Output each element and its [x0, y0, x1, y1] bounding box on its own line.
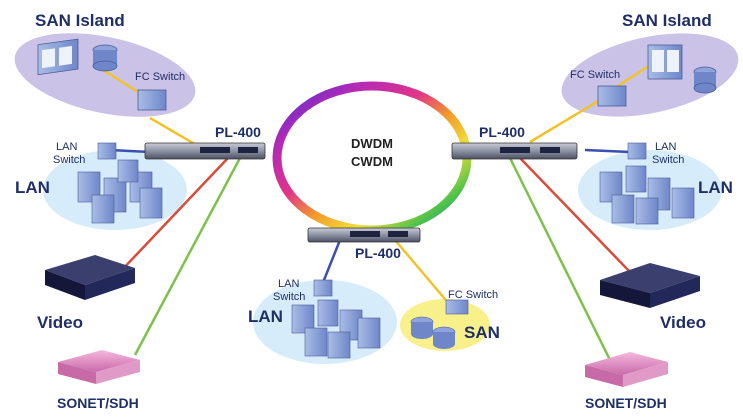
lan-switch-bottom-label-line1: LAN	[278, 278, 299, 290]
link-left-video	[119, 157, 229, 273]
link-fc-right-storage	[614, 63, 651, 90]
fc-switch-right-icon	[597, 85, 627, 107]
san-bottom-storage-icon	[410, 299, 469, 349]
link-left-sonet	[133, 157, 242, 356]
lan-left-servers-icon	[77, 142, 163, 224]
lan-right-label: LAN	[698, 178, 733, 197]
fc-switch-left-icon	[137, 89, 167, 111]
lan-switch-left-label-line1: LAN	[56, 141, 77, 153]
link-right-lan	[584, 148, 631, 154]
fc-switch-left-label: FC Switch	[135, 71, 185, 83]
link-bottom-lan	[320, 239, 342, 286]
san-bottom-label: SAN	[464, 323, 500, 342]
lan-bottom-servers-icon	[291, 279, 381, 359]
video-left-icon	[45, 255, 135, 300]
storage-array-right-icon	[647, 44, 683, 80]
link-left-lan	[109, 148, 151, 154]
sonet-left-icon	[58, 350, 140, 384]
pl400-right-device	[451, 142, 578, 160]
fc-switch-right-label: FC Switch	[570, 69, 620, 81]
disk-storage-right-icon	[693, 66, 717, 94]
sonet-right-icon	[585, 352, 668, 387]
video-right-label: Video	[660, 313, 706, 332]
pl400-right-label: PL-400	[479, 124, 525, 140]
lan-switch-bottom-label-line2: Switch	[273, 291, 305, 303]
storage-array-left-icon	[37, 38, 79, 76]
pl400-bottom-label: PL-400	[355, 245, 401, 261]
link-right-sonet	[508, 157, 612, 361]
san-island-left-label: SAN Island	[35, 11, 125, 30]
lan-switch-right-label-line2: Switch	[652, 154, 684, 166]
lan-bottom-label: LAN	[248, 307, 283, 326]
lan-switch-right-label-line1: LAN	[655, 141, 676, 153]
lan-right-servers-icon	[599, 142, 695, 225]
pl400-left-label: PL-400	[215, 124, 261, 140]
pl400-left-device	[144, 142, 266, 160]
fc-switch-bottom-label: FC Switch	[448, 289, 498, 301]
video-right-icon	[600, 263, 700, 308]
sonet-right-label: SONET/SDH	[585, 395, 667, 411]
lan-switch-left-label-line2: Switch	[53, 154, 85, 166]
disk-storage-left-icon	[92, 44, 118, 72]
ring-label-line1: DWDM	[351, 136, 393, 151]
lan-left-label: LAN	[15, 178, 50, 197]
san-island-right-label: SAN Island	[622, 11, 712, 30]
link-fc-left-storage	[99, 66, 139, 94]
sonet-left-label: SONET/SDH	[57, 395, 139, 411]
video-left-label: Video	[37, 313, 83, 332]
link-right-video	[519, 157, 631, 273]
pl400-bottom-device	[307, 227, 421, 243]
ring-label-line2: CWDM	[351, 154, 393, 169]
link-bottom-san	[394, 239, 451, 306]
link-right-san	[529, 98, 601, 144]
